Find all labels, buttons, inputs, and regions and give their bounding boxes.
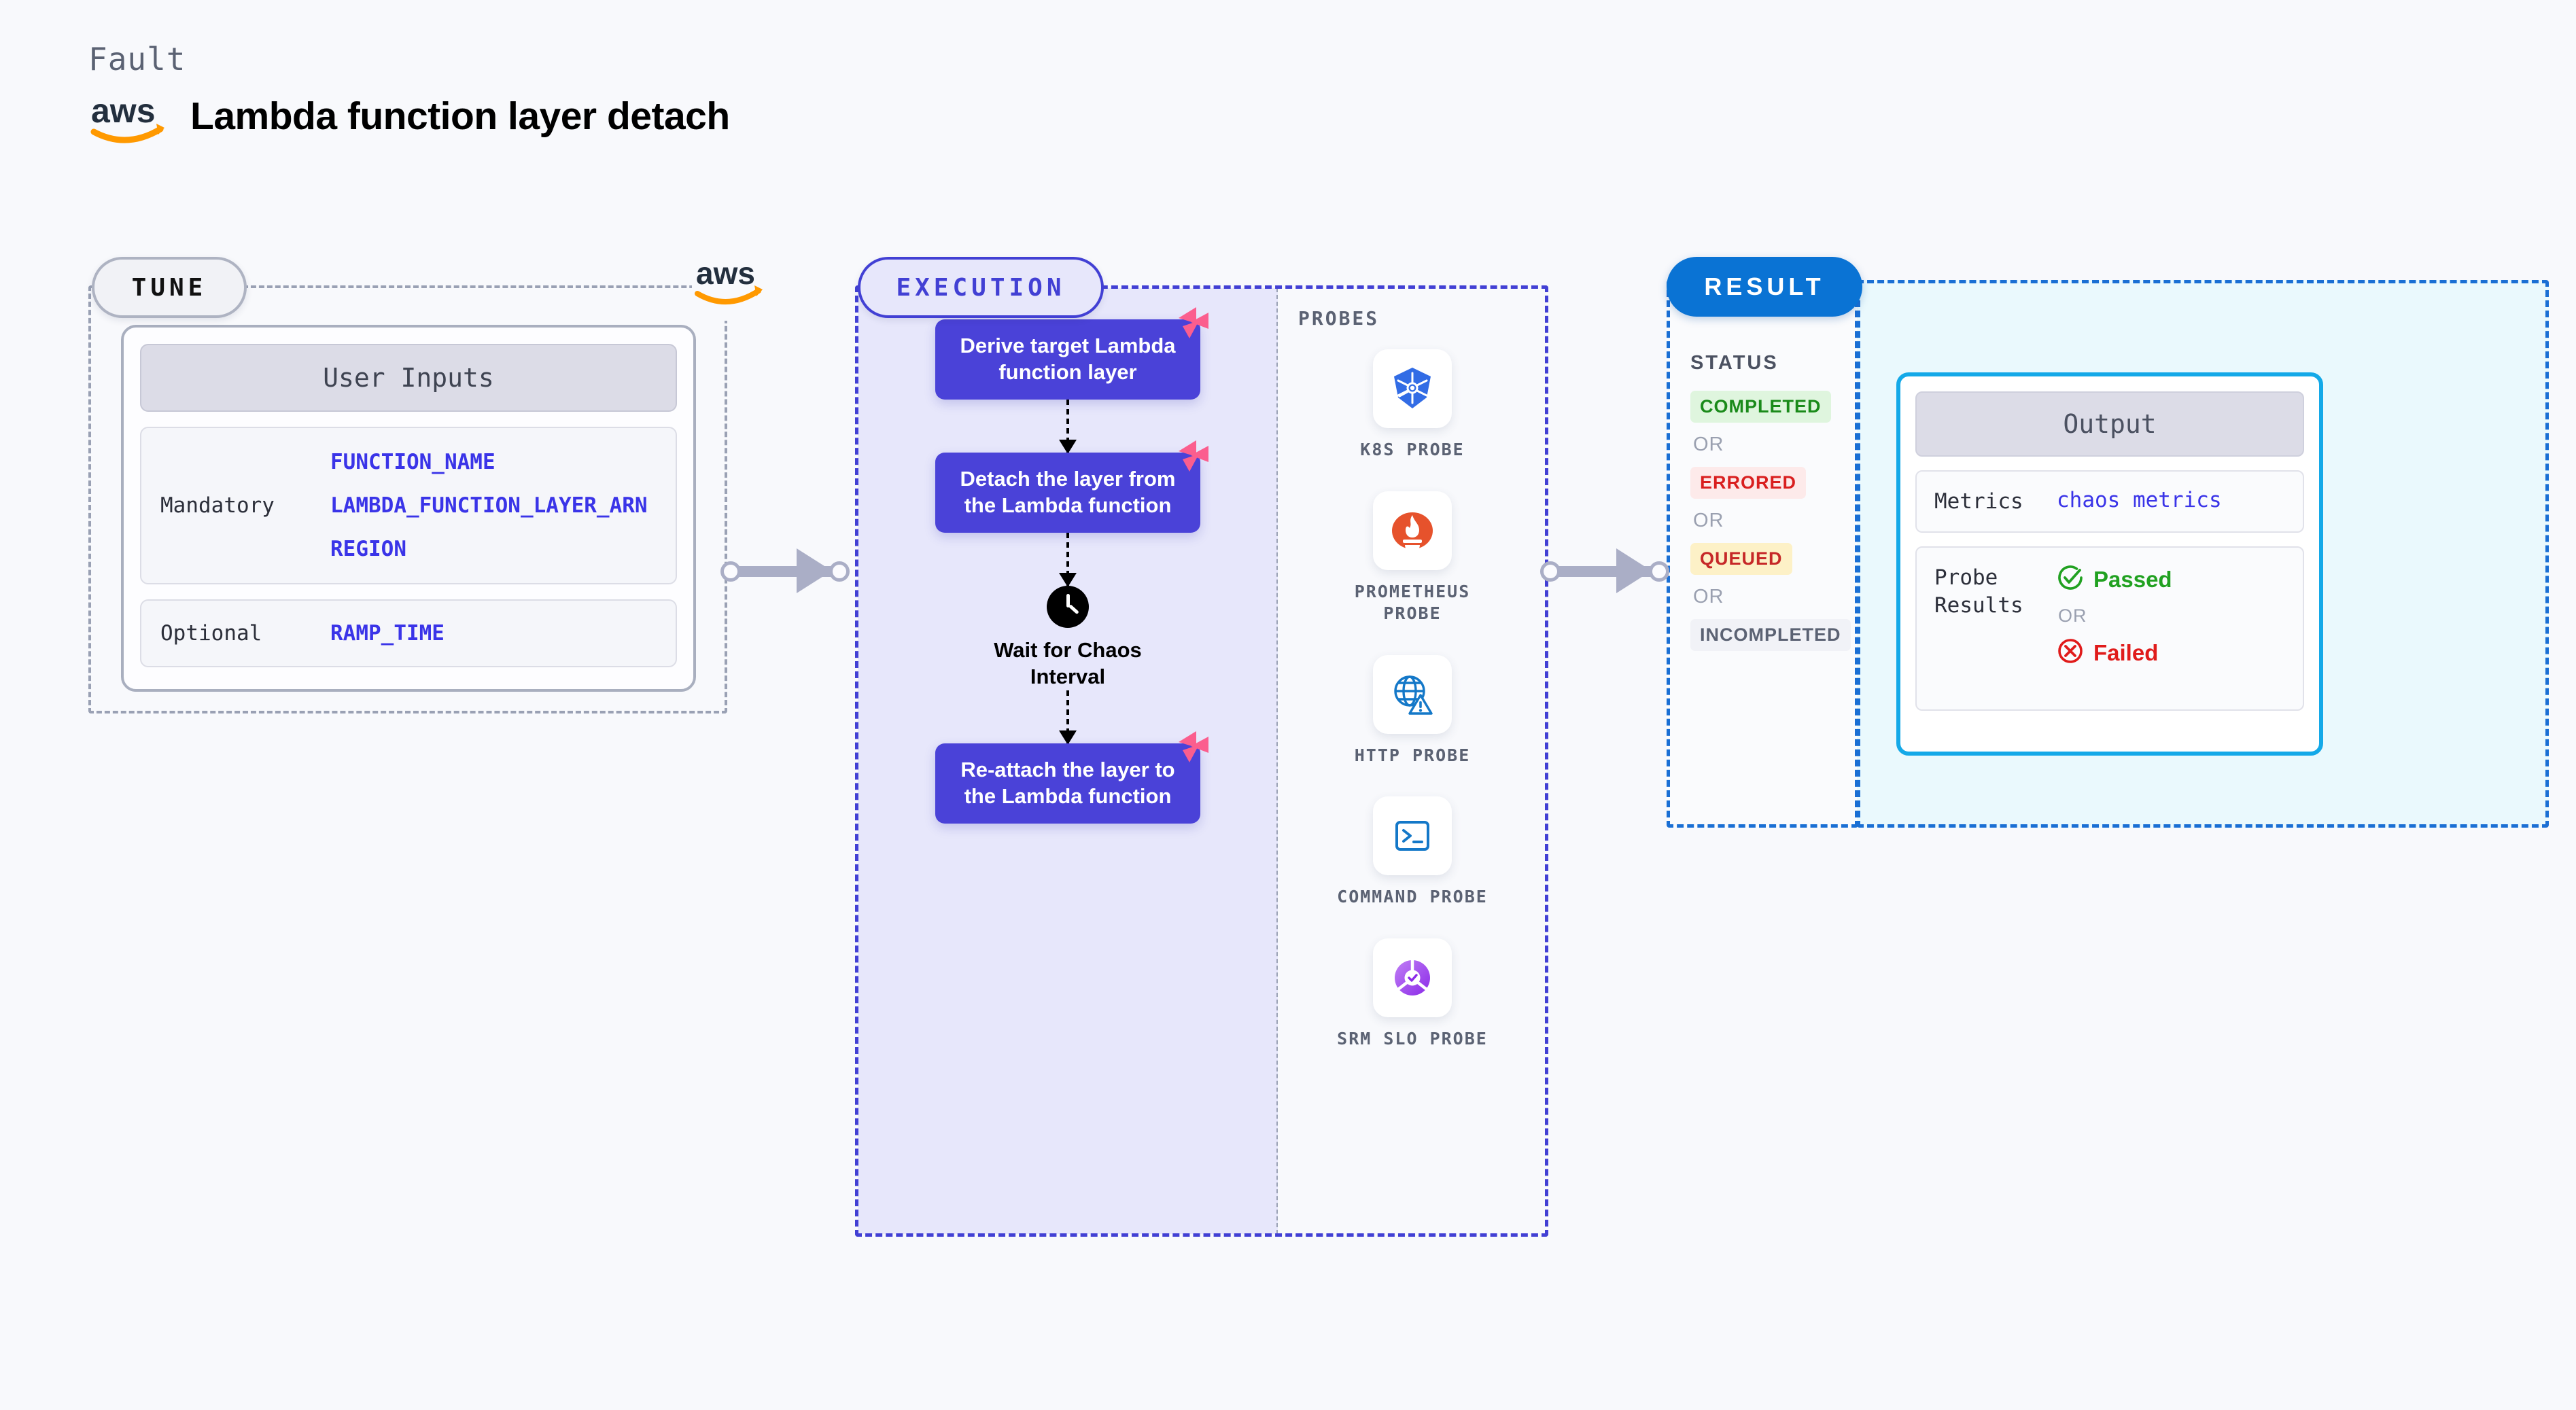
connector-tune-to-execution	[720, 547, 854, 595]
probe-result-failed-label: Failed	[2093, 639, 2159, 665]
optional-inputs-group: Optional RAMP_TIME	[140, 599, 677, 667]
status-title: STATUS	[1690, 352, 1779, 374]
probe-results-label: Probe Results	[1934, 565, 2023, 618]
result-badge: RESULT	[1667, 257, 1862, 317]
execution-step[interactable]: Detach the layer from the Lambda functio…	[935, 440, 1208, 533]
page-header: Fault aws Lambda function layer detach	[88, 41, 730, 145]
x-circle-icon	[2057, 637, 2084, 668]
probe-label: SRM SLO PROBE	[1337, 1028, 1488, 1048]
probe-label: K8S PROBE	[1360, 440, 1465, 459]
probe-item[interactable]: K8S PROBE	[1327, 349, 1497, 461]
execution-step-label: Detach the layer from the Lambda functio…	[960, 467, 1176, 517]
wait-node-label: Wait for Chaos Interval	[994, 638, 1142, 688]
clock-icon	[1047, 586, 1089, 628]
mandatory-inputs-group: Mandatory FUNCTION_NAME LAMBDA_FUNCTION_…	[140, 427, 677, 584]
output-title: Output	[1915, 391, 2304, 457]
svg-text:aws: aws	[91, 92, 156, 130]
page-title: Lambda function layer detach	[190, 94, 730, 138]
metrics-row: Metrics chaos metrics	[1915, 470, 2304, 533]
probe-result-failed: Failed	[2057, 637, 2172, 668]
execution-region	[855, 285, 1548, 1237]
status-badge: ERRORED	[1690, 467, 1807, 499]
aws-logo-icon: aws	[692, 245, 767, 321]
fault-label: Fault	[88, 41, 186, 77]
optional-label: Optional	[160, 621, 262, 646]
probe-item[interactable]: SRM SLO PROBE	[1327, 938, 1497, 1051]
probe-label: PROMETHEUS PROBE	[1354, 581, 1471, 624]
metrics-label: Metrics	[1934, 489, 2023, 514]
metrics-value: chaos metrics	[2057, 488, 2222, 512]
input-variable: RAMP_TIME	[330, 621, 445, 646]
flow-arrow	[1059, 400, 1077, 454]
or-separator: OR	[1693, 434, 1724, 455]
svg-text:aws: aws	[696, 255, 755, 291]
user-inputs-card: User Inputs Mandatory FUNCTION_NAME LAMB…	[121, 325, 696, 692]
terminal-icon	[1373, 796, 1452, 875]
or-separator: OR	[1693, 586, 1724, 607]
input-variable: FUNCTION_NAME	[330, 450, 495, 474]
harness-logo-icon	[1176, 306, 1211, 340]
probes-column: PROBES	[1278, 288, 1547, 1234]
execution-step[interactable]: Derive target Lambda function layer	[935, 307, 1208, 400]
status-badge: INCOMPLETED	[1690, 619, 1851, 651]
http-globe-warning-icon	[1373, 654, 1452, 734]
check-circle-icon	[2057, 564, 2084, 595]
execution-badge: EXECUTION	[858, 257, 1104, 318]
execution-step-label: Re-attach the layer to the Lambda functi…	[960, 757, 1175, 808]
flow-arrow	[1059, 690, 1077, 745]
output-card: Output Metrics chaos metrics Probe Resul…	[1896, 372, 2323, 756]
mandatory-label: Mandatory	[160, 493, 275, 518]
prometheus-icon	[1373, 491, 1452, 570]
kubernetes-icon	[1373, 349, 1452, 428]
or-separator: OR	[2058, 605, 2087, 627]
probe-results-row: Probe Results Passed OR	[1915, 546, 2304, 711]
probe-item[interactable]: COMMAND PROBE	[1327, 796, 1497, 909]
probes-title: PROBES	[1298, 307, 1380, 330]
probe-result-passed: Passed	[2057, 564, 2172, 595]
execution-step-label: Derive target Lambda function layer	[960, 334, 1176, 384]
probe-item[interactable]: HTTP PROBE	[1327, 654, 1497, 767]
srm-slo-icon	[1373, 938, 1452, 1017]
execution-flow: Derive target Lambda function layer Deta…	[858, 307, 1278, 824]
status-badge: COMPLETED	[1690, 391, 1831, 423]
tune-badge: TUNE	[92, 257, 247, 318]
tune-region	[88, 285, 727, 713]
probe-label: COMMAND PROBE	[1337, 887, 1488, 906]
probe-result-passed-label: Passed	[2093, 566, 2172, 592]
connector-execution-to-result	[1540, 547, 1673, 595]
status-list: COMPLETED OR ERRORED OR QUEUED OR INCOMP…	[1690, 391, 1851, 651]
wait-for-chaos-interval-node: Wait for Chaos Interval	[979, 586, 1156, 690]
input-variable: LAMBDA_FUNCTION_LAYER_ARN	[330, 493, 648, 518]
flow-arrow	[1059, 533, 1077, 587]
user-inputs-title: User Inputs	[140, 344, 677, 412]
status-badge: QUEUED	[1690, 543, 1792, 575]
probe-label: HTTP PROBE	[1354, 745, 1471, 765]
harness-logo-icon	[1176, 439, 1211, 473]
harness-logo-icon	[1176, 730, 1211, 764]
input-variable: REGION	[330, 537, 406, 561]
aws-logo-icon: aws	[88, 87, 170, 145]
execution-step[interactable]: Re-attach the layer to the Lambda functi…	[935, 730, 1208, 824]
probe-item[interactable]: PROMETHEUS PROBE	[1327, 491, 1497, 625]
or-separator: OR	[1693, 510, 1724, 531]
